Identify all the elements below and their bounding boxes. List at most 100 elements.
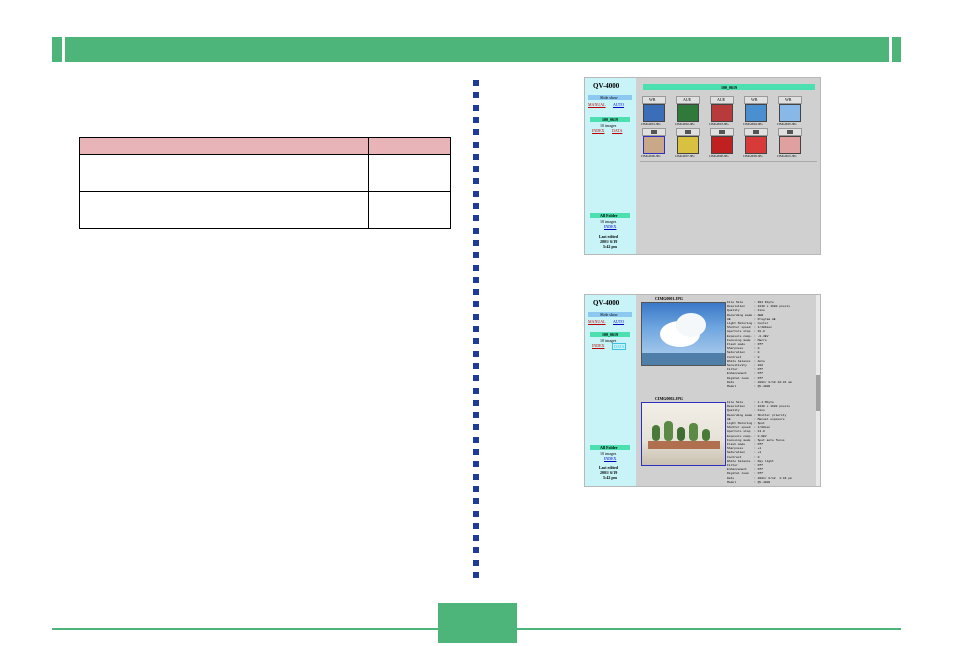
table-cell (368, 154, 451, 192)
data-link-selected[interactable]: DATA (612, 343, 627, 350)
cactus-shape (677, 427, 685, 441)
image-data-line: Quality : Fine (727, 409, 765, 413)
slide-show-label: Slide show (600, 95, 618, 100)
thumbnail-image[interactable] (711, 136, 733, 154)
image-data-line: White balance : Auto (727, 359, 765, 363)
last-edited-date: 2001/ 6/19 (600, 239, 618, 244)
all-folder-label: All Folder (600, 213, 618, 218)
image-data-line: Saturation : +1 (727, 451, 762, 455)
image-data-line: Sensitivity : 100 (727, 364, 764, 367)
divider-square (473, 92, 479, 98)
last-edited-time: 5:42 pm (603, 244, 617, 249)
mode-icon (744, 128, 768, 136)
thumbnail-image[interactable] (745, 136, 767, 154)
divider-square (473, 277, 479, 283)
data-link[interactable]: DATA (612, 128, 623, 133)
mode-label: AUE (676, 96, 700, 104)
thumbnail-image[interactable] (677, 104, 699, 122)
thumbnail-filename[interactable]: CIMG0008.JPG (709, 154, 729, 158)
scrollbar-thumb[interactable] (816, 375, 820, 411)
divider-square (473, 437, 479, 443)
all-index-link[interactable]: INDEX (604, 224, 617, 229)
table-row (79, 154, 451, 192)
thumbnail-image[interactable] (745, 104, 767, 122)
divider-square (473, 363, 479, 369)
thumbnail-image[interactable] (643, 104, 665, 122)
divider-square (473, 572, 479, 578)
image-data-line: Light Metering : Center (727, 322, 769, 325)
table-cell (79, 191, 369, 229)
image-data-line: Model : QV-4000 (727, 385, 771, 388)
divider-square (473, 412, 479, 418)
index-link[interactable]: INDEX (592, 343, 605, 348)
folder-title: 100_0619 (721, 85, 737, 90)
last-edited-date: 2001/ 6/19 (600, 470, 618, 475)
image-data-line: Shutter speed : 1/60sec (727, 426, 771, 430)
auto-link[interactable]: AUTO (613, 102, 625, 107)
divider-square (473, 191, 479, 197)
image-data-line: Digital zoom : Off (727, 472, 764, 476)
photo-sky[interactable] (641, 302, 726, 366)
divider-square (473, 178, 479, 184)
mode-label: WB (778, 96, 802, 104)
divider-square (473, 424, 479, 430)
thumbnail-image[interactable] (643, 136, 665, 154)
image-data-line: Model : QV-4000 (727, 480, 771, 484)
image-count: 10 images (600, 338, 617, 343)
thumbnail-image[interactable] (779, 136, 801, 154)
divider-square (473, 375, 479, 381)
folder-bar: 100_0619 (590, 117, 630, 122)
all-image-count: 10 images (600, 219, 617, 224)
index-link[interactable]: INDEX (592, 128, 605, 133)
image-data-line: Exposure comp. : -0.3EV (727, 334, 769, 338)
manual-link[interactable]: MANUAL (588, 319, 606, 324)
all-folder-bar: All Folder (590, 213, 630, 218)
image-data-line: Light Metering : Spot (727, 422, 765, 425)
scrollbar[interactable] (816, 295, 820, 486)
image-data-line: Flash mode : Off (727, 343, 764, 346)
image-data-line: Contrast : 0 (727, 355, 760, 359)
image-data-line: Date : 2001/ 6/19 10:31 am (727, 380, 792, 384)
thumbnail-filename[interactable]: CIMG0009.JPG (743, 154, 763, 158)
image-data-line: Focusing mode : Macro (727, 338, 767, 342)
photo-cacti[interactable] (641, 402, 726, 466)
image-data-line: White balance : Day light (727, 459, 774, 463)
thumbnail-filename[interactable]: CIMG0007.JPG (675, 154, 695, 158)
header-divider-left (62, 37, 65, 62)
table-header-cell (79, 137, 369, 155)
thumbnail-image[interactable] (677, 136, 699, 154)
thumbnail-image[interactable] (779, 104, 801, 122)
thumbnail-filename[interactable]: CIMG0010.JPG (777, 154, 797, 158)
image-data-line: Aperture stop : F4.0 (727, 430, 765, 434)
thumbnail-image[interactable] (711, 104, 733, 122)
thumbnail-filename[interactable]: CIMG0005.JPG (777, 122, 797, 126)
thumbnail-filename[interactable]: CIMG0003.JPG (709, 122, 729, 126)
mode-label: WB (744, 96, 768, 104)
divider-square (473, 511, 479, 517)
cactus-shape (664, 421, 673, 441)
screenshot-data-view: QV-4000 Slide show MANUAL AUTO 100_0619 … (584, 294, 821, 487)
mode-icon (676, 128, 700, 136)
image-data-line: AE : Program AE (727, 317, 776, 321)
thumbnail-filename[interactable]: CIMG0001.JPG (641, 122, 661, 126)
horizon-shape (642, 353, 725, 365)
image-data-line: Sharpness : 0 (727, 347, 760, 351)
mode-label: AUE (710, 96, 734, 104)
camera-icon (719, 130, 725, 134)
divider-square (473, 314, 479, 320)
manual-link[interactable]: MANUAL (588, 102, 606, 107)
folder-bar: 100_0619 (590, 332, 630, 337)
divider-square (473, 474, 479, 480)
thumbnail-filename[interactable]: CIMG0006.JPG (641, 154, 661, 158)
thumbnail-filename[interactable]: CIMG0002.JPG (675, 122, 695, 126)
divider-square (473, 547, 479, 553)
thumbnail-filename[interactable]: CIMG0004.JPG (743, 122, 763, 126)
auto-link[interactable]: AUTO (613, 319, 625, 324)
image-data-line: Filter : Off (727, 464, 764, 467)
image-data-line: Recording mode : Shutter priority (727, 413, 787, 417)
divider-square (473, 400, 479, 406)
slide-show-label: Slide show (600, 312, 618, 317)
divider-square (473, 461, 479, 467)
all-index-link[interactable]: INDEX (604, 456, 617, 461)
mode-label-text: WB (649, 97, 656, 102)
